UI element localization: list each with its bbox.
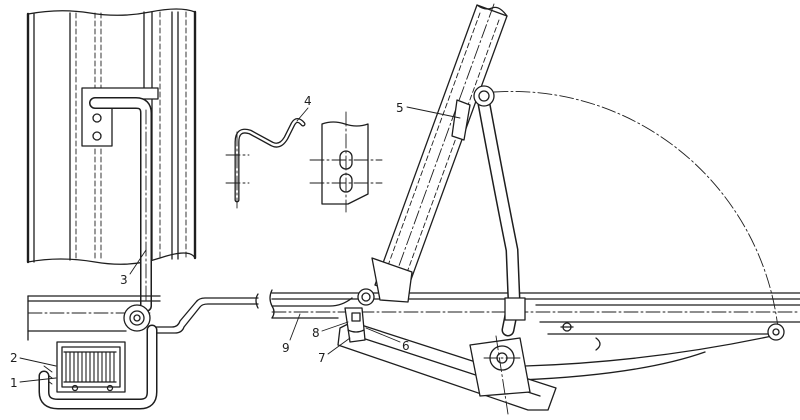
callout-7-leader xyxy=(327,337,351,355)
callout-labels: 1 2 3 4 5 6 7 8 9 xyxy=(10,94,410,390)
support-tube xyxy=(371,3,508,303)
callout-1-label: 1 xyxy=(10,376,18,390)
callout-3-leader xyxy=(129,249,147,275)
torsion-rod xyxy=(89,97,152,312)
link-arm xyxy=(477,97,526,337)
callout-9-leader xyxy=(289,313,301,341)
lower-link-curves xyxy=(519,335,773,381)
upper-pivot xyxy=(473,85,495,107)
callout-6-leader xyxy=(365,327,401,343)
callout-2-leader xyxy=(19,357,57,367)
callout-7-label: 7 xyxy=(318,351,326,365)
lower-bracket xyxy=(469,335,531,415)
rod-pivot xyxy=(123,304,151,332)
spring-housing xyxy=(43,341,126,393)
slotted-plate xyxy=(309,111,383,213)
callout-3-label: 3 xyxy=(120,273,128,287)
callout-5-leader xyxy=(406,106,461,119)
hook-bar xyxy=(38,324,158,410)
swing-path-arc xyxy=(493,90,779,329)
callout-4-label: 4 xyxy=(304,94,312,108)
callout-4-leader xyxy=(296,107,309,122)
callout-2-label: 2 xyxy=(10,351,18,365)
sill-profile xyxy=(27,293,259,341)
rail-section xyxy=(271,297,353,319)
spring-wire xyxy=(225,118,306,209)
callout-5-label: 5 xyxy=(396,101,404,115)
roller-wheel xyxy=(767,323,785,341)
callout-8-label: 8 xyxy=(312,326,320,340)
callout-6-label: 6 xyxy=(402,339,410,353)
callout-8-leader xyxy=(321,321,349,332)
latch-parts xyxy=(344,307,366,343)
callout-9-label: 9 xyxy=(282,341,290,355)
leader-lines xyxy=(19,106,461,383)
tube-hinge xyxy=(357,288,375,306)
callout-1-leader xyxy=(19,377,57,383)
door-panel xyxy=(26,8,197,265)
